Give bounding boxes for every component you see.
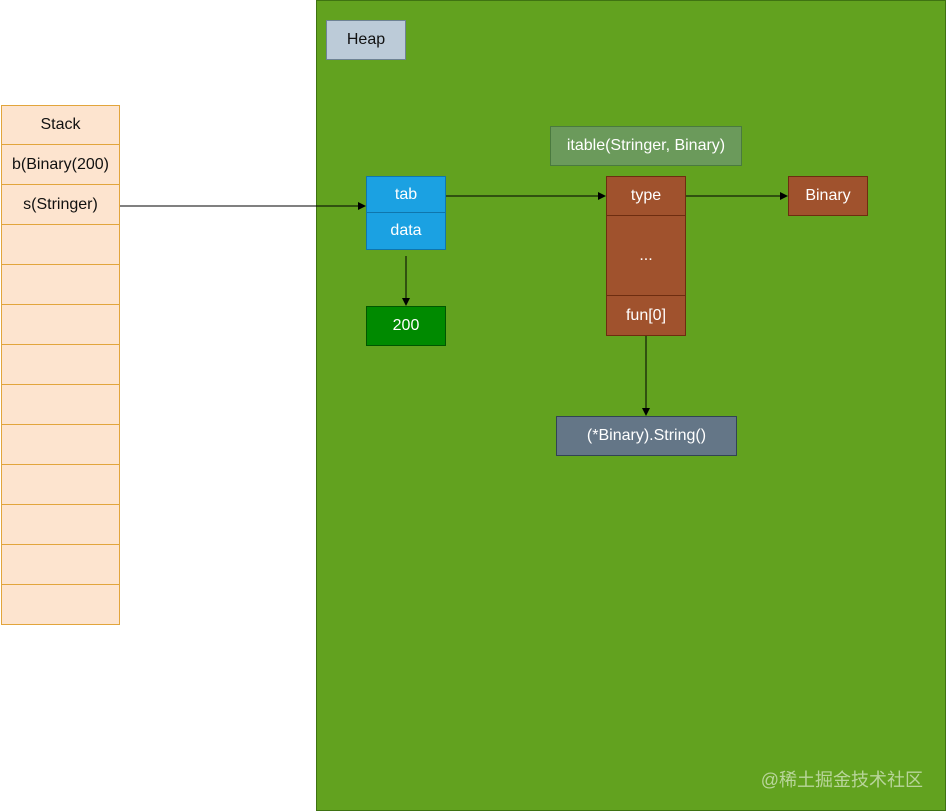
stack-cell-empty [1, 305, 120, 345]
itab-struct: type ... fun[0] [606, 176, 686, 336]
heap-label: Heap [326, 20, 406, 60]
stack-cell-empty [1, 345, 120, 385]
stack-cell-empty [1, 505, 120, 545]
watermark-text: @稀土掘金技术社区 [760, 770, 923, 790]
stack-cell-empty [1, 465, 120, 505]
itable-title: itable(Stringer, Binary) [550, 126, 742, 166]
heap-region [316, 0, 946, 811]
iface-data-field: data [366, 213, 446, 250]
type-binary-box: Binary [788, 176, 868, 216]
itab-type-field: type [606, 176, 686, 216]
stack-cell-empty [1, 225, 120, 265]
stack-cell-empty [1, 425, 120, 465]
value-box: 200 [366, 306, 446, 346]
itab-fun-field: fun[0] [606, 296, 686, 336]
stack-cell-empty [1, 545, 120, 585]
method-box: (*Binary).String() [556, 416, 737, 456]
itab-ellipsis-field: ... [606, 216, 686, 296]
stack-cell-empty [1, 585, 120, 625]
stack-header: Stack [1, 105, 120, 145]
stack-cell-empty [1, 265, 120, 305]
iface-tab-field: tab [366, 176, 446, 213]
stack-cell-stringer: s(Stringer) [1, 185, 120, 225]
iface-struct: tab data [366, 176, 446, 250]
stack-column: Stack b(Binary(200) s(Stringer) [1, 105, 120, 625]
stack-cell-empty [1, 385, 120, 425]
stack-cell-binary: b(Binary(200) [1, 145, 120, 185]
